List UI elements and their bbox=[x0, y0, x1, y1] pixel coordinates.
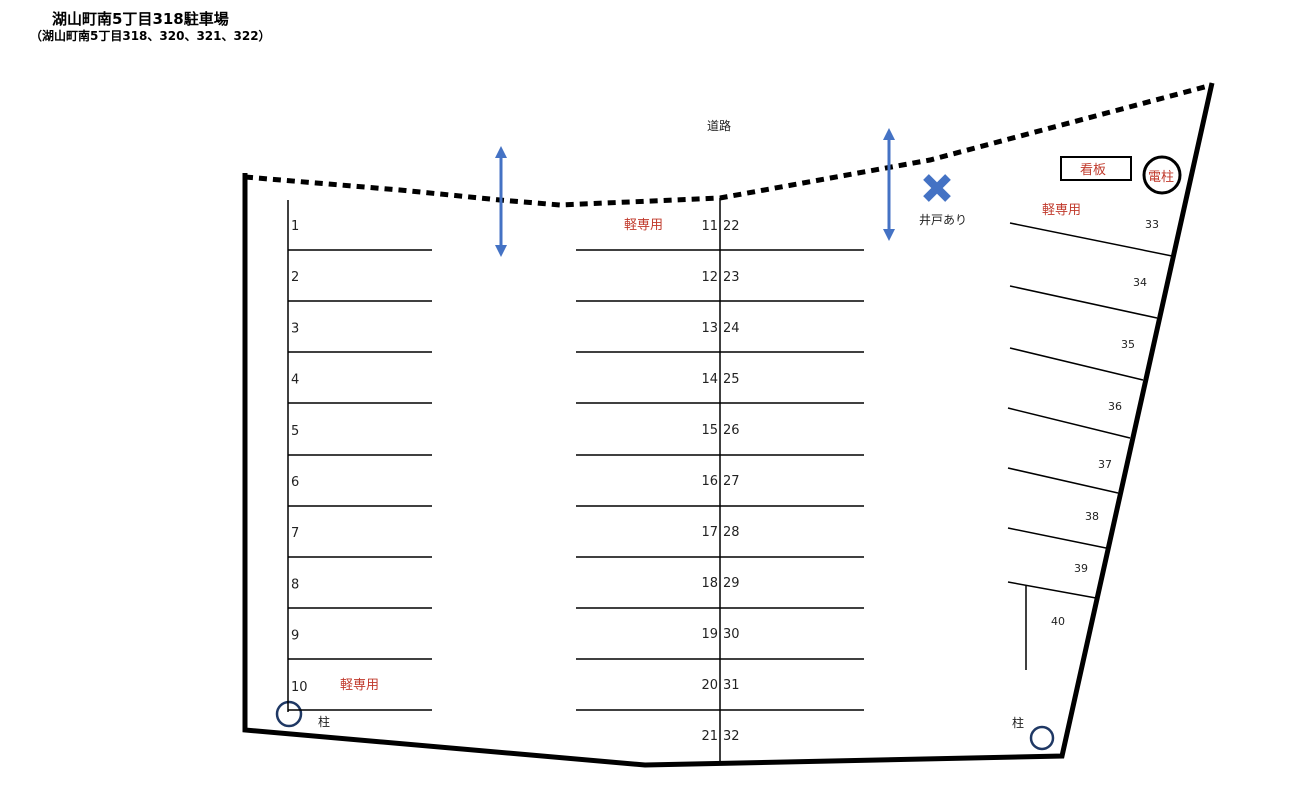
utility-pole-label: 電柱 bbox=[1148, 170, 1174, 185]
space-number: 37 bbox=[1098, 458, 1112, 471]
space-number: 35 bbox=[1121, 338, 1135, 351]
utility-pole-circle bbox=[1142, 155, 1182, 195]
space-number: 23 bbox=[723, 270, 740, 285]
stall-line-right bbox=[1007, 467, 1119, 494]
pillar-label-right: 柱 bbox=[1012, 715, 1024, 730]
page-subtitle: （湖山町南5丁目318、320、321、322） bbox=[30, 29, 271, 43]
kei-only-label-right: 軽専用 bbox=[1042, 203, 1081, 218]
space-number: 15 bbox=[701, 423, 718, 438]
stall-line-right bbox=[1007, 407, 1131, 439]
space-number: 13 bbox=[701, 321, 718, 336]
space-number: 9 bbox=[291, 629, 299, 644]
space-number: 24 bbox=[723, 321, 740, 336]
space-number: 36 bbox=[1108, 400, 1122, 413]
kei-only-label-middle: 軽専用 bbox=[624, 218, 663, 233]
space-number: 20 bbox=[701, 678, 718, 693]
pillar-circle-right bbox=[1029, 725, 1055, 751]
stall-line-right bbox=[1009, 222, 1173, 257]
space-number: 39 bbox=[1074, 562, 1088, 575]
space-number: 4 bbox=[291, 373, 299, 388]
space-number: 29 bbox=[723, 576, 740, 591]
space-number: 14 bbox=[701, 372, 718, 387]
road-edge-dotted bbox=[244, 82, 1213, 208]
pillar-label-left: 柱 bbox=[318, 714, 330, 729]
space-number: 11 bbox=[701, 219, 718, 234]
signboard bbox=[1060, 156, 1132, 181]
space-number: 34 bbox=[1133, 276, 1147, 289]
space-number: 18 bbox=[701, 576, 718, 591]
space-number: 27 bbox=[723, 474, 740, 489]
space-number: 17 bbox=[701, 525, 718, 540]
space-number: 28 bbox=[723, 525, 740, 540]
space-number: 5 bbox=[291, 424, 299, 439]
space-number: 40 bbox=[1051, 615, 1065, 628]
lot-boundary bbox=[242, 82, 1215, 768]
well-label: 井戸あり bbox=[919, 213, 967, 227]
space-number: 38 bbox=[1085, 510, 1099, 523]
space-number: 22 bbox=[723, 219, 740, 234]
page-title: 湖山町南5丁目318駐車場 bbox=[52, 10, 229, 28]
space-number: 6 bbox=[291, 475, 299, 490]
stall-line-right bbox=[1007, 581, 1097, 599]
space-number: 1 bbox=[291, 219, 299, 234]
space-number: 31 bbox=[723, 678, 740, 693]
space-number: 26 bbox=[723, 423, 740, 438]
stall-line-right bbox=[1009, 347, 1144, 381]
space-number: 21 bbox=[701, 729, 718, 744]
stall-line-right bbox=[1009, 285, 1158, 319]
space-number: 30 bbox=[723, 627, 740, 642]
space-number: 8 bbox=[291, 577, 299, 592]
signboard-label: 看板 bbox=[1080, 162, 1106, 178]
space-number: 25 bbox=[723, 372, 740, 387]
space-number: 16 bbox=[701, 474, 718, 489]
space-number: 32 bbox=[723, 729, 740, 744]
space-number: 12 bbox=[701, 270, 718, 285]
stall-line-right bbox=[1007, 527, 1107, 549]
space-number: 7 bbox=[291, 526, 299, 541]
space-number: 33 bbox=[1145, 218, 1159, 231]
space-number: 10 bbox=[291, 680, 308, 695]
pillar-circle-left bbox=[275, 700, 303, 728]
space-number: 3 bbox=[291, 321, 299, 336]
space-number: 19 bbox=[701, 627, 718, 642]
space-number: 2 bbox=[291, 270, 299, 285]
well-x-icon bbox=[923, 174, 951, 202]
kei-only-label-left: 軽専用 bbox=[340, 678, 379, 693]
road-label: 道路 bbox=[707, 118, 731, 133]
